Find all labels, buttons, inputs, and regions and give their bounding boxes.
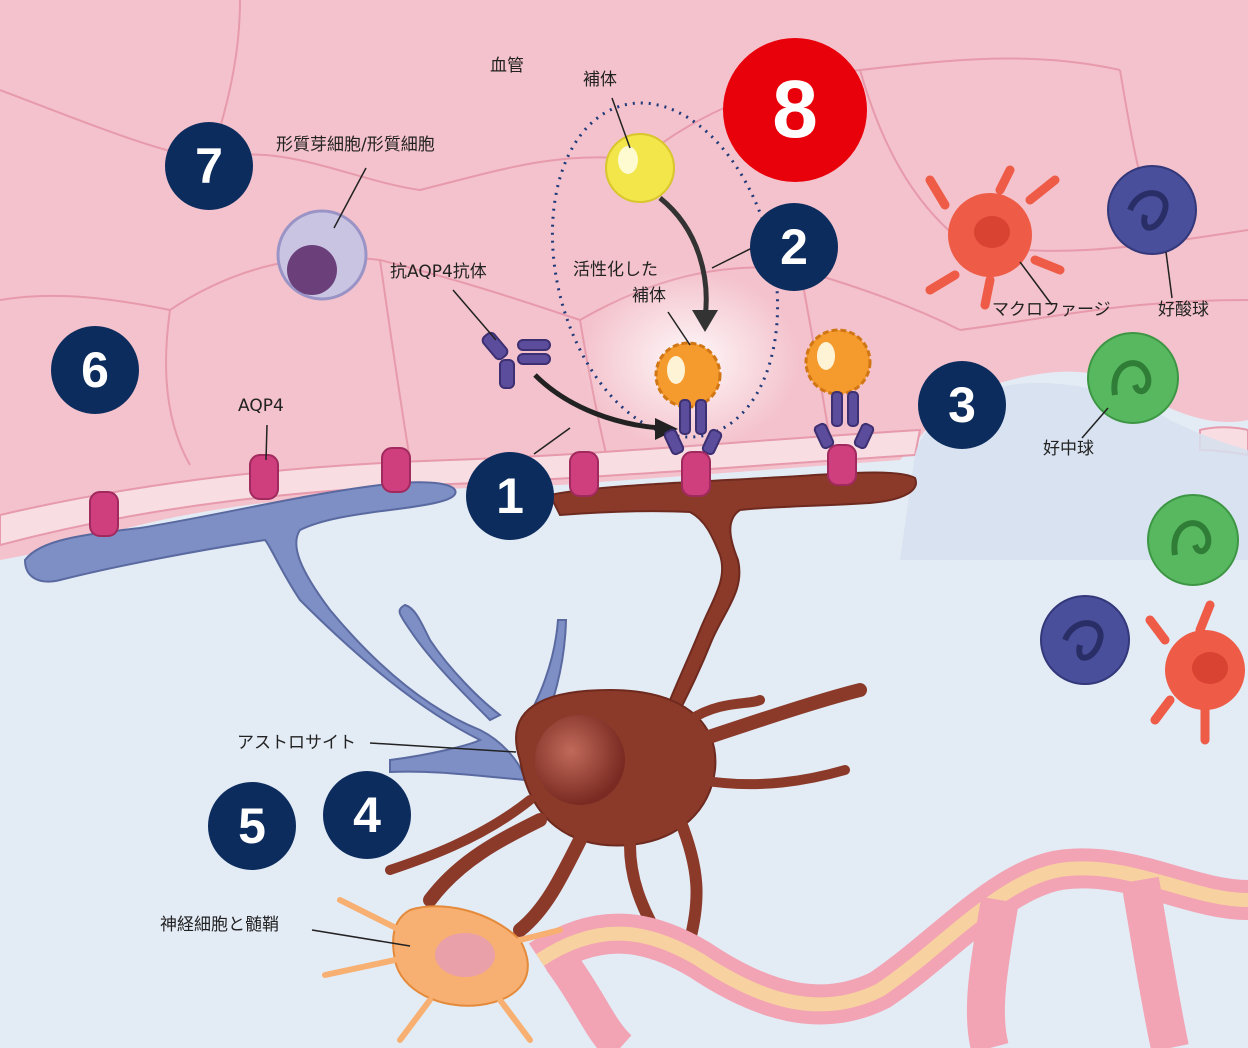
astrocyte-cell — [385, 683, 867, 956]
free-antibody — [481, 331, 551, 389]
step-badge-5: 5 — [208, 782, 296, 870]
bound-antibody-1 — [663, 399, 723, 456]
blood-vessel-region — [0, 0, 1248, 560]
bound-antibody-2 — [813, 391, 875, 450]
eosinophil-1 — [1107, 165, 1197, 255]
step-badge-8-highlight: 8 — [723, 38, 867, 182]
astrocyte-endfoot-healthy — [23, 481, 527, 782]
macrophage-1 — [925, 165, 1065, 310]
label-aqp4: AQP4 — [238, 396, 284, 416]
step-badge-7: 7 — [165, 122, 253, 210]
neuron-myelin — [322, 848, 1248, 1048]
neutrophil-1 — [1087, 332, 1179, 424]
label-neuron-myelin: 神経細胞と髄鞘 — [160, 915, 279, 935]
complement-protein — [605, 133, 675, 203]
activation-arrow — [658, 196, 709, 319]
label-plasmablast: 形質芽細胞/形質細胞 — [276, 135, 435, 155]
aqp4-proteins — [89, 444, 857, 537]
eosinophil-2 — [1040, 595, 1130, 685]
label-eosinophil: 好酸球 — [1158, 300, 1209, 320]
label-astrocyte: アストロサイト — [237, 733, 356, 753]
activated-complement-1 — [654, 341, 722, 409]
label-activated-complement-1: 活性化した — [573, 260, 658, 280]
plasma-cell — [276, 209, 368, 301]
label-complement: 補体 — [583, 70, 617, 90]
macrophage-2 — [1145, 600, 1245, 745]
label-neutrophil: 好中球 — [1043, 439, 1094, 459]
neutrophil-2 — [1147, 494, 1239, 586]
astrocyte-endfoot-damaged — [548, 471, 917, 712]
label-blood-vessel: 血管 — [490, 56, 524, 76]
step-badge-1: 1 — [466, 452, 554, 540]
binding-arrow — [533, 373, 661, 431]
step-badge-2: 2 — [750, 203, 838, 291]
label-activated-complement-2: 補体 — [632, 286, 666, 306]
step-badge-6: 6 — [51, 326, 139, 414]
label-anti-aqp4-antibody: 抗AQP4抗体 — [390, 262, 487, 282]
activated-complement-2 — [804, 328, 872, 396]
step-badge-3: 3 — [918, 361, 1006, 449]
label-macrophage: マクロファージ — [992, 300, 1111, 320]
step-badge-4: 4 — [323, 771, 411, 859]
